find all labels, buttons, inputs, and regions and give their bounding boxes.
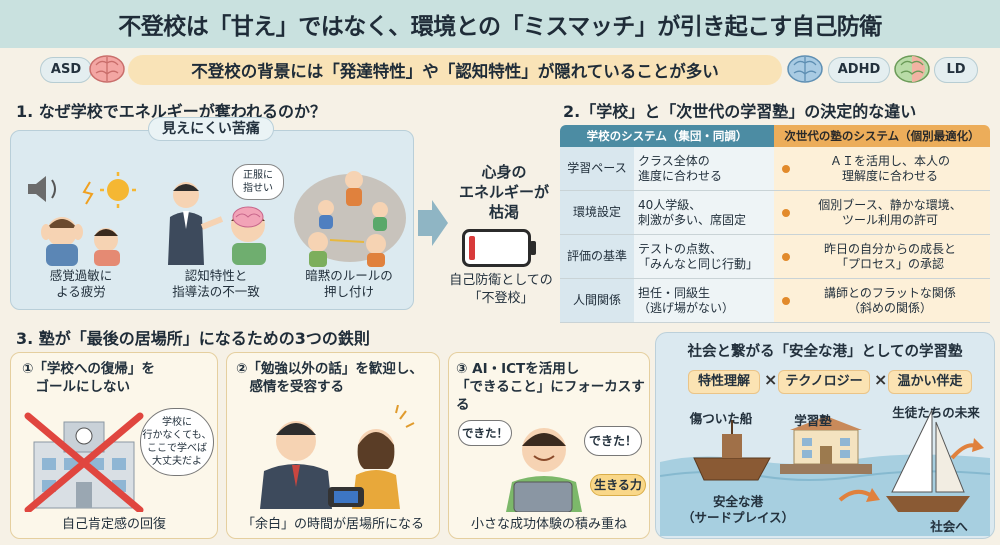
school-cell: 担任・同級生 （逃げ場がない） [634, 279, 774, 323]
asd-badge: ASD [40, 57, 92, 83]
juku-cell-text: 昨日の自分からの成長と 「プロセス」の承認 [823, 241, 956, 271]
school-cell: テストの点数、 「みんなと同じ行動」 [634, 235, 774, 279]
harbor-title: 社会と繋がる「安全な港」としての学習塾 [687, 344, 963, 360]
subtitle-banner: 不登校の背景には「発達特性」や「認知特性」が隠れていることが多い [128, 55, 782, 85]
sensory-overload-icon [28, 172, 136, 266]
brain-icon [787, 55, 823, 83]
chip-warm-support: 温かい伴走 [888, 370, 972, 394]
bullet-icon [782, 164, 790, 173]
item3-caption: 暗黙のルールの 押し付け [305, 268, 393, 299]
section1-tab-label: 見えにくい苦痛 [148, 117, 274, 141]
energy-title: 心身の エネルギーが 枯渇 [458, 163, 549, 221]
arrow-right-icon [418, 200, 448, 246]
page-title: 不登校は「甘え」ではなく、環境との「ミスマッチ」が引き起こす自己防衛 [118, 14, 882, 40]
section3-title: 3. 塾が「最後の居場所」になるための3つの鉄則 [16, 329, 370, 348]
ld-badge: LD [934, 57, 978, 83]
bullet-icon [782, 208, 790, 217]
ikiru-chikara-badge: 生きる力 [590, 474, 646, 496]
future-label: 生徒たちの未来 [892, 405, 980, 420]
row-label: 環境設定 [560, 191, 634, 235]
harbor-scene-icon [660, 409, 990, 536]
adhd-badge: ADHD [828, 57, 890, 83]
harbor-label: 安全な港 （サードプレイス） [682, 494, 795, 525]
rule-card-2-heading: ②「勉強以外の話」を歓迎し、 感情を受容する [236, 361, 423, 395]
dekita-bubble-left: できた！ [458, 420, 512, 446]
brain-icon [89, 55, 125, 83]
school-cell: クラス全体の 進度に合わせる [634, 147, 774, 191]
juku-cell: 個別ブース、静かな環境、 ツール利用の許可 [774, 191, 990, 235]
subtitle-text: 不登校の背景には「発達特性」や「認知特性」が隠れていることが多い [191, 62, 719, 81]
table-row: 環境設定 40人学級、 刺激が多い、席固定 個別ブース、静かな環境、 ツール利用… [560, 191, 990, 235]
juku-cell: ＡＩを活用し、本人の 理解度に合わせる [774, 147, 990, 191]
table-row: 人間関係 担任・同級生 （逃げ場がない） 講師とのフラットな関係 （斜めの関係） [560, 279, 990, 323]
ship-label: 傷ついた船 [689, 411, 753, 426]
bullet-icon [782, 296, 790, 305]
empty-battery-icon [462, 229, 536, 267]
section2-title: 2.「学校」と「次世代の学習塾」の決定的な違い [563, 102, 917, 121]
juku-cell: 昨日の自分からの成長と 「プロセス」の承認 [774, 235, 990, 279]
rule-card-1-heading: ①「学校への復帰」を ゴールにしない [22, 361, 155, 395]
multiply-icon: × [764, 370, 778, 389]
reassurance-speech-bubble: 学校に 行かなくても、 ここで学べば 大丈夫だよ [140, 408, 214, 476]
row-label: 学習ペース [560, 147, 634, 191]
chip-trait-understanding: 特性理解 [688, 370, 760, 394]
school-label: 学習塾 [794, 413, 832, 428]
bullet-icon [782, 252, 790, 261]
rule-card-3-heading: ③ AI・ICTを活用し 「できること」にフォーカスする [456, 361, 645, 413]
brain-icon [894, 55, 930, 83]
section1-title: 1. なぜ学校でエネルギーが奪われるのか？ [16, 102, 326, 121]
row-label: 人間関係 [560, 279, 634, 323]
rule-card-1-footer: 自己肯定感の回復 [61, 517, 166, 532]
table-row: 学習ペース クラス全体の 進度に合わせる ＡＩを活用し、本人の 理解度に合わせる [560, 147, 990, 191]
energy-subtitle: 自己防衛としての 「不登校」 [449, 273, 553, 306]
juku-cell-text: ＡＩを活用し、本人の 理解度に合わせる [829, 153, 950, 183]
juku-column-header: 次世代の塾のシステム（個別最適化） [774, 125, 990, 147]
rule-card-2-footer: 「余白」の時間が居場所になる [241, 517, 424, 532]
juku-cell-text: 講師とのフラットな関係 （斜めの関係） [824, 285, 956, 315]
header-bar: 不登校は「甘え」ではなく、環境との「ミスマッチ」が引き起こす自己防衛 [0, 0, 1000, 48]
teacher-speech-bubble: 正服に 指せい [232, 164, 284, 200]
row-label: 評価の基準 [560, 235, 634, 279]
student-tablet-icon [506, 428, 582, 512]
chip-technology: テクノロジー [778, 370, 870, 394]
multiply-icon: × [874, 370, 888, 389]
item1-caption: 感覚過敏に よる疲労 [49, 268, 113, 299]
juku-cell: 講師とのフラットな関係 （斜めの関係） [774, 279, 990, 323]
implicit-rules-icon [294, 171, 406, 267]
table-row: 評価の基準 テストの点数、 「みんなと同じ行動」 昨日の自分からの成長と 「プロ… [560, 235, 990, 279]
juku-cell-text: 個別ブース、静かな環境、 ツール利用の許可 [818, 197, 962, 227]
school-crossed-out-icon [24, 412, 144, 512]
item2-caption: 認知特性と 指導法の不一致 [172, 268, 260, 299]
teacher-mismatch-icon [168, 182, 266, 265]
dekita-bubble-right: できた！ [584, 426, 642, 456]
school-column-header: 学校のシステム（集団・同調） [560, 125, 774, 147]
school-cell: 40人学級、 刺激が多い、席固定 [634, 191, 774, 235]
rule-card-3-footer: 小さな成功体験の積み重ね [470, 517, 627, 532]
teacher-student-chat-icon [260, 405, 415, 509]
society-label: 社会へ [930, 519, 968, 534]
comparison-table: 学校のシステム（集団・同調） 次世代の塾のシステム（個別最適化） 学習ペース ク… [560, 125, 990, 323]
